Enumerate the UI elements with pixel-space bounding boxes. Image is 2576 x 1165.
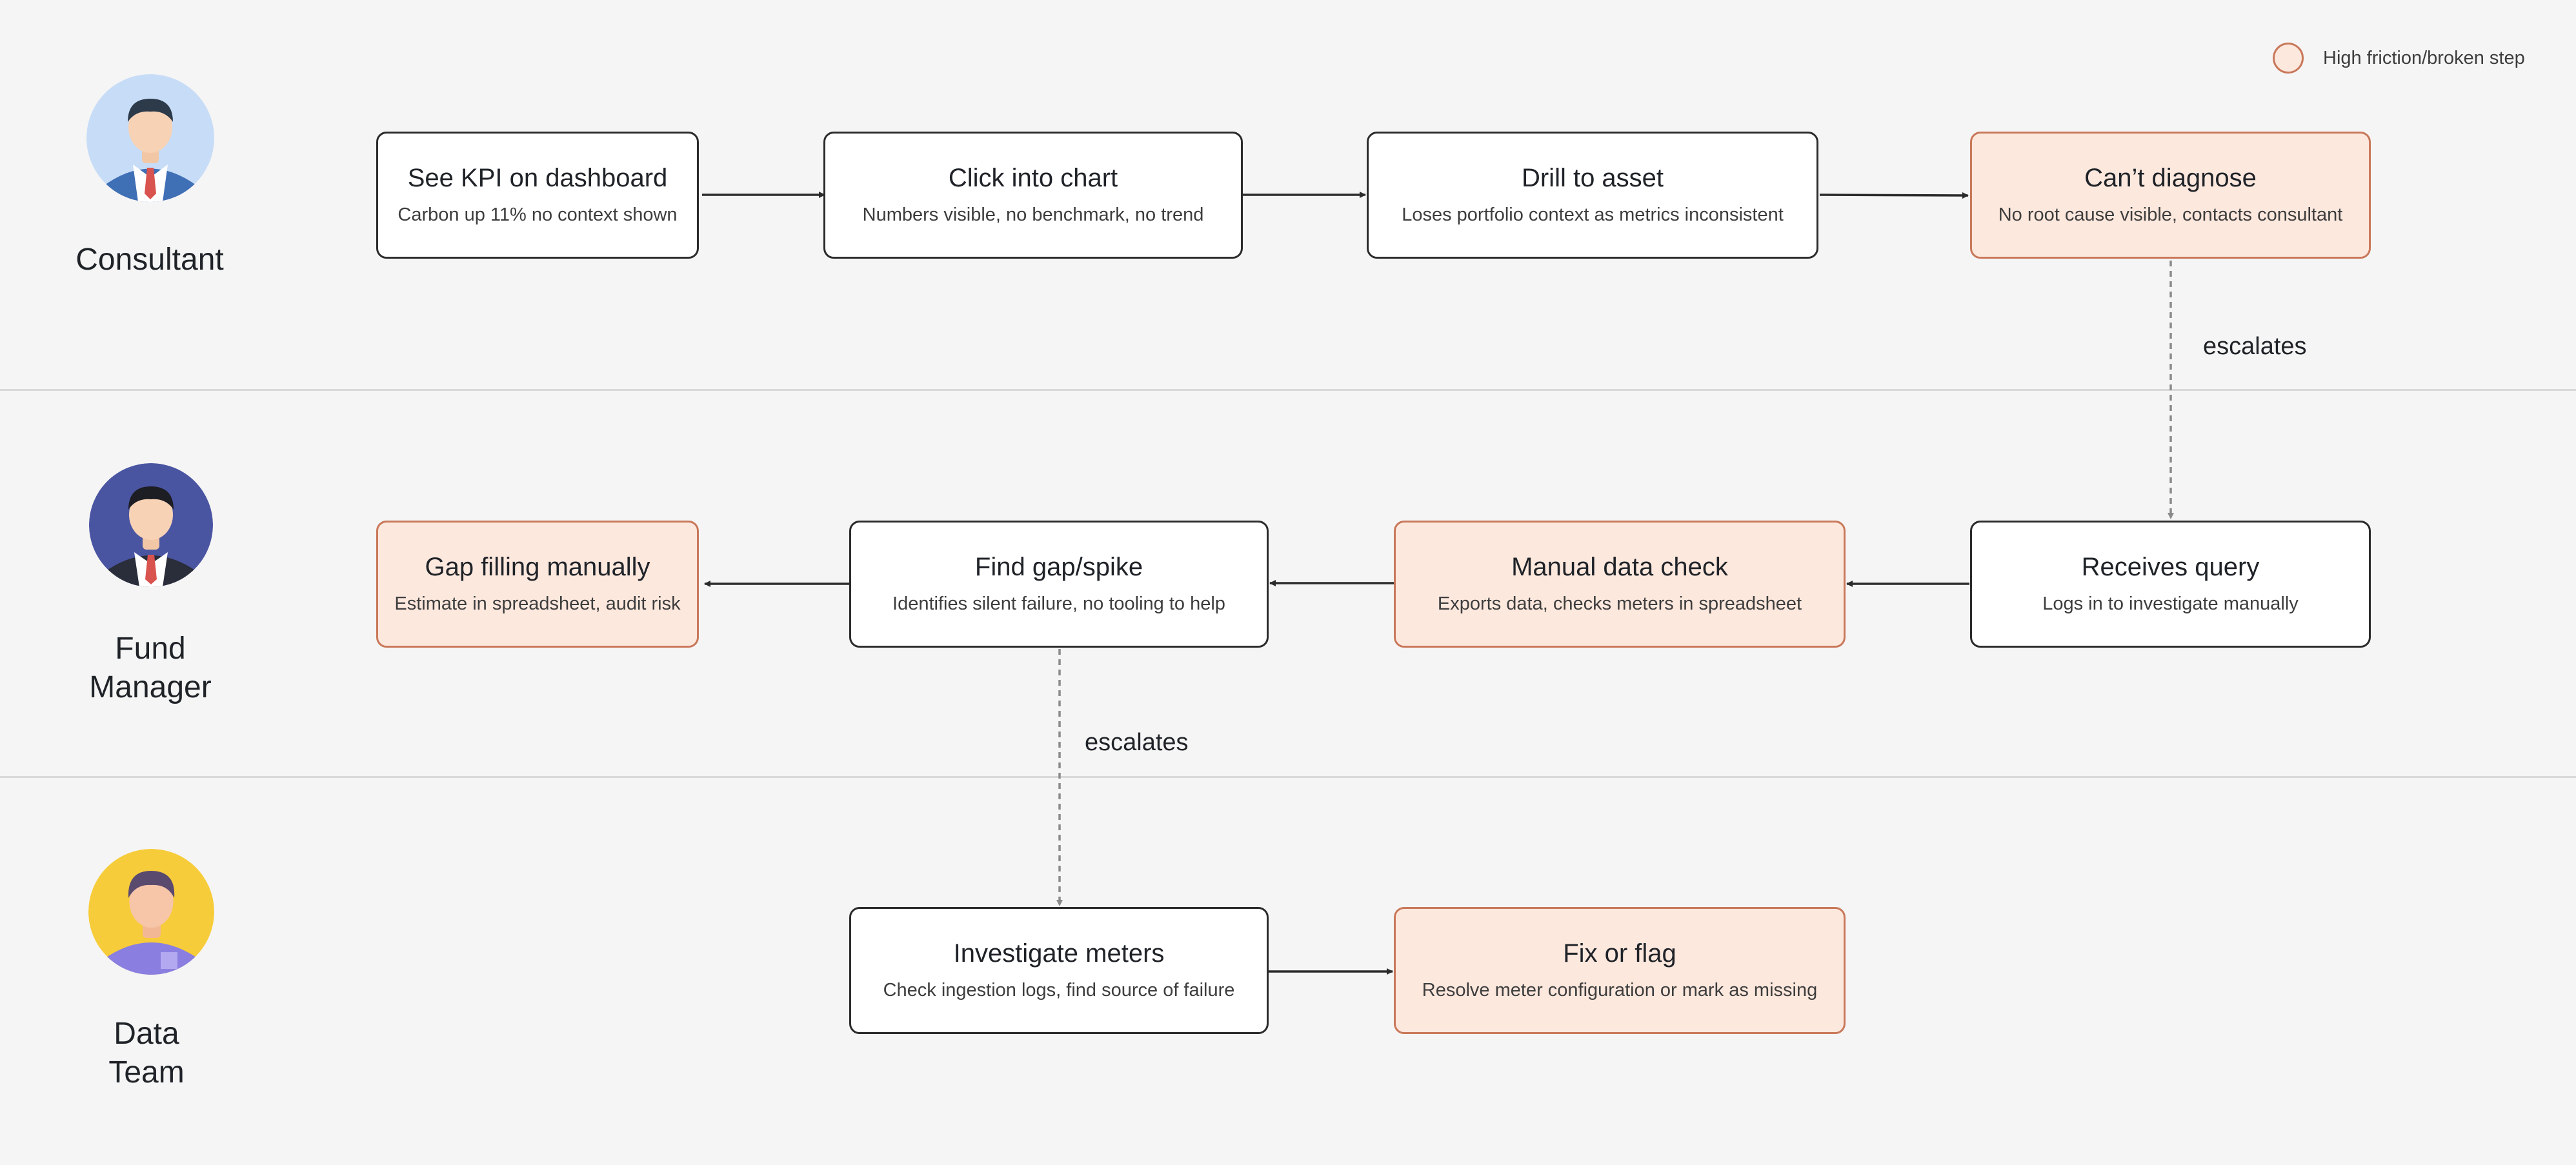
step-description: Identifies silent failure, no tooling to…	[892, 593, 1225, 614]
step-title: Gap filling manually	[425, 553, 650, 581]
persona-name-consultant: Consultant	[75, 243, 224, 277]
step-click-chart[interactable]: Click into chart Numbers visible, no ben…	[823, 132, 1243, 259]
step-title: Can’t diagnose	[2084, 164, 2257, 192]
step-description: Carbon up 11% no context shown	[397, 204, 678, 225]
step-description: Loses portfolio context as metrics incon…	[1402, 204, 1784, 225]
step-fix-or-flag[interactable]: Fix or flag Resolve meter configuration …	[1394, 907, 1846, 1034]
step-description: Estimate in spreadsheet, audit risk	[394, 593, 681, 614]
step-title: Click into chart	[948, 164, 1118, 192]
step-description: Logs in to investigate manually	[2042, 593, 2299, 614]
consultant-avatar-icon	[86, 74, 214, 202]
step-title: Investigate meters	[953, 939, 1165, 968]
step-investigate-meters[interactable]: Investigate meters Check ingestion logs,…	[849, 907, 1269, 1034]
edge-label-escalates: escalates	[1085, 729, 1189, 756]
lane-divider	[0, 389, 2576, 391]
step-title: Find gap/spike	[974, 553, 1143, 581]
step-description: Check ingestion logs, find source of fai…	[883, 980, 1235, 1001]
step-see-kpi[interactable]: See KPI on dashboard Carbon up 11% no co…	[376, 132, 699, 259]
lane-divider	[0, 776, 2576, 778]
step-description: Numbers visible, no benchmark, no trend	[862, 204, 1204, 225]
data-team-avatar-icon	[88, 849, 214, 975]
edge-label-escalates: escalates	[2203, 333, 2307, 360]
step-find-gap[interactable]: Find gap/spike Identifies silent failure…	[849, 521, 1269, 648]
step-description: No root cause visible, contacts consulta…	[1998, 204, 2343, 225]
step-description: Exports data, checks meters in spreadshe…	[1437, 593, 1802, 614]
step-title: See KPI on dashboard	[407, 164, 668, 192]
legend-friction-swatch	[2273, 43, 2304, 74]
step-gap-filling[interactable]: Gap filling manually Estimate in spreads…	[376, 521, 699, 648]
step-title: Receives query	[2081, 553, 2260, 581]
step-title: Drill to asset	[1521, 164, 1664, 192]
legend: High friction/broken step	[2273, 40, 2525, 76]
step-title: Fix or flag	[1563, 939, 1676, 968]
persona-name-fund-manager: Fund Manager	[89, 632, 212, 704]
persona-name-data-team: Data Team	[108, 1017, 185, 1090]
step-title: Manual data check	[1511, 553, 1728, 581]
step-cant-diagnose[interactable]: Can’t diagnose No root cause visible, co…	[1970, 132, 2371, 259]
step-manual-check[interactable]: Manual data check Exports data, checks m…	[1394, 521, 1846, 648]
step-description: Resolve meter configuration or mark as m…	[1422, 980, 1818, 1001]
fund-manager-avatar-icon	[89, 463, 213, 587]
step-receives-query[interactable]: Receives query Logs in to investigate ma…	[1970, 521, 2371, 648]
step-drill-asset[interactable]: Drill to asset Loses portfolio context a…	[1367, 132, 1818, 259]
legend-label: High friction/broken step	[2323, 47, 2525, 68]
